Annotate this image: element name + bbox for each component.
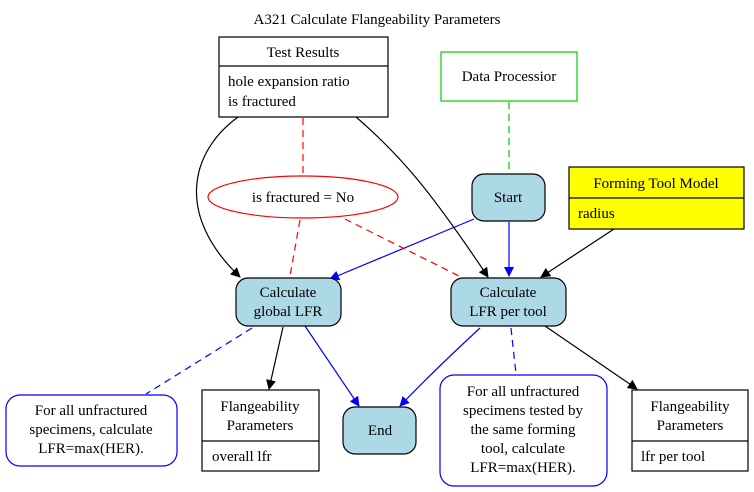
note-left-line: For all unfractured <box>35 403 148 419</box>
flangeability-left-field: overall lfr <box>212 449 272 465</box>
calculate-lfr-per-tool-node: Calculate LFR per tool <box>450 277 567 327</box>
flangeability-right-header-line: Parameters <box>657 418 724 434</box>
calculate-global-lfr-line: global LFR <box>254 304 323 320</box>
edge-test-results-to-global <box>195 116 241 278</box>
data-processor-label: Data Processior <box>462 69 557 85</box>
flangeability-parameters-right-node: Flangeability Parameters lfr per tool <box>631 389 749 472</box>
calculate-global-lfr-node: Calculate global LFR <box>235 277 342 327</box>
edge-global-to-end <box>304 325 360 407</box>
diagram-title: A321 Calculate Flangeability Parameters <box>253 12 500 28</box>
forming-tool-model-field: radius <box>578 206 615 222</box>
note-right-line: specimens tested by <box>463 403 583 419</box>
test-results-field: hole expansion ratio <box>228 74 350 90</box>
flangeability-left-header-line: Parameters <box>227 418 294 434</box>
dash-condition-to-global <box>289 219 301 277</box>
start-label: Start <box>494 190 523 206</box>
edge-test-results-to-per-tool <box>355 116 489 278</box>
edge-global-to-flange-left <box>266 326 284 390</box>
dash-condition-to-per-tool <box>344 218 466 280</box>
end-label: End <box>368 423 393 439</box>
flangeability-right-field: lfr per tool <box>641 449 705 465</box>
dash-global-to-note-left <box>145 327 253 395</box>
test-results-node: Test Results hole expansion ratio is fra… <box>218 36 389 118</box>
end-node: End <box>342 406 417 455</box>
flangeability-left-header-line: Flangeability <box>220 399 300 415</box>
edge-tool-model-to-per-tool <box>540 228 615 278</box>
forming-tool-model-header: Forming Tool Model <box>593 176 718 192</box>
note-right-line: LFR=max(HER). <box>470 460 576 476</box>
condition-label: is fractured = No <box>252 190 354 206</box>
edge-per-tool-to-flange-right <box>544 325 638 390</box>
calculate-global-lfr-line: Calculate <box>260 285 317 301</box>
note-left-line: LFR=max(HER). <box>38 441 144 457</box>
forming-tool-model-node: Forming Tool Model radius <box>568 166 745 230</box>
test-results-field: is fractured <box>228 94 296 110</box>
data-processor-node: Data Processior <box>440 51 578 102</box>
note-left-node: For all unfractured specimens, calculate… <box>5 394 178 467</box>
note-right-line: For all unfractured <box>467 384 580 400</box>
flangeability-right-header-line: Flangeability <box>650 399 730 415</box>
test-results-header: Test Results <box>267 45 340 61</box>
edge-start-to-global <box>329 218 475 281</box>
note-right-line: tool, calculate <box>481 441 565 457</box>
calculate-lfr-per-tool-line: Calculate <box>480 285 537 301</box>
note-left-line: specimens, calculate <box>29 422 153 438</box>
condition-node: is fractured = No <box>207 175 399 219</box>
note-right-line: the same forming <box>471 422 576 438</box>
note-right-node: For all unfractured specimens tested by … <box>439 374 608 487</box>
start-node: Start <box>471 173 546 222</box>
flangeability-parameters-left-node: Flangeability Parameters overall lfr <box>201 389 320 472</box>
calculate-lfr-per-tool-line: LFR per tool <box>469 304 547 320</box>
dash-per-tool-to-note-right <box>510 327 517 375</box>
edge-per-tool-to-end <box>399 327 481 407</box>
